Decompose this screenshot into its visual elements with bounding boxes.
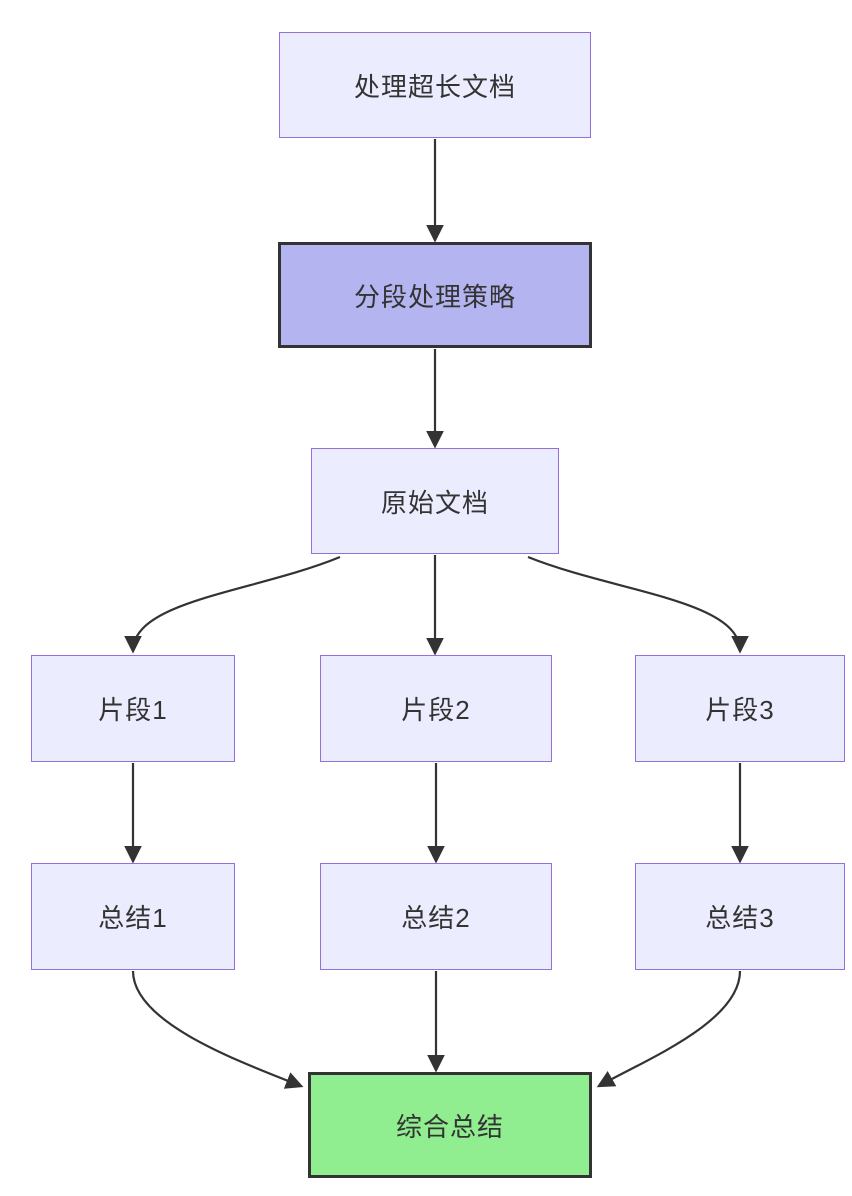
node-summary-2: 总结2 — [320, 863, 552, 970]
edge-summary3-to-final — [596, 970, 742, 1088]
node-process-long-document: 处理超长文档 — [279, 32, 591, 138]
node-fragment-2: 片段2 — [320, 655, 552, 762]
edge-summary1-to-final — [131, 970, 304, 1089]
node-segmentation-strategy: 分段处理策略 — [278, 242, 592, 348]
edge-source-to-chunk3 — [527, 555, 749, 654]
node-fragment-3: 片段3 — [635, 655, 845, 762]
node-fragment-1: 片段1 — [31, 655, 235, 762]
node-final-summary: 综合总结 — [308, 1072, 592, 1178]
node-summary-3: 总结3 — [635, 863, 845, 970]
node-original-document: 原始文档 — [311, 448, 559, 554]
node-summary-1: 总结1 — [31, 863, 235, 970]
edge-source-to-chunk1 — [124, 555, 341, 654]
